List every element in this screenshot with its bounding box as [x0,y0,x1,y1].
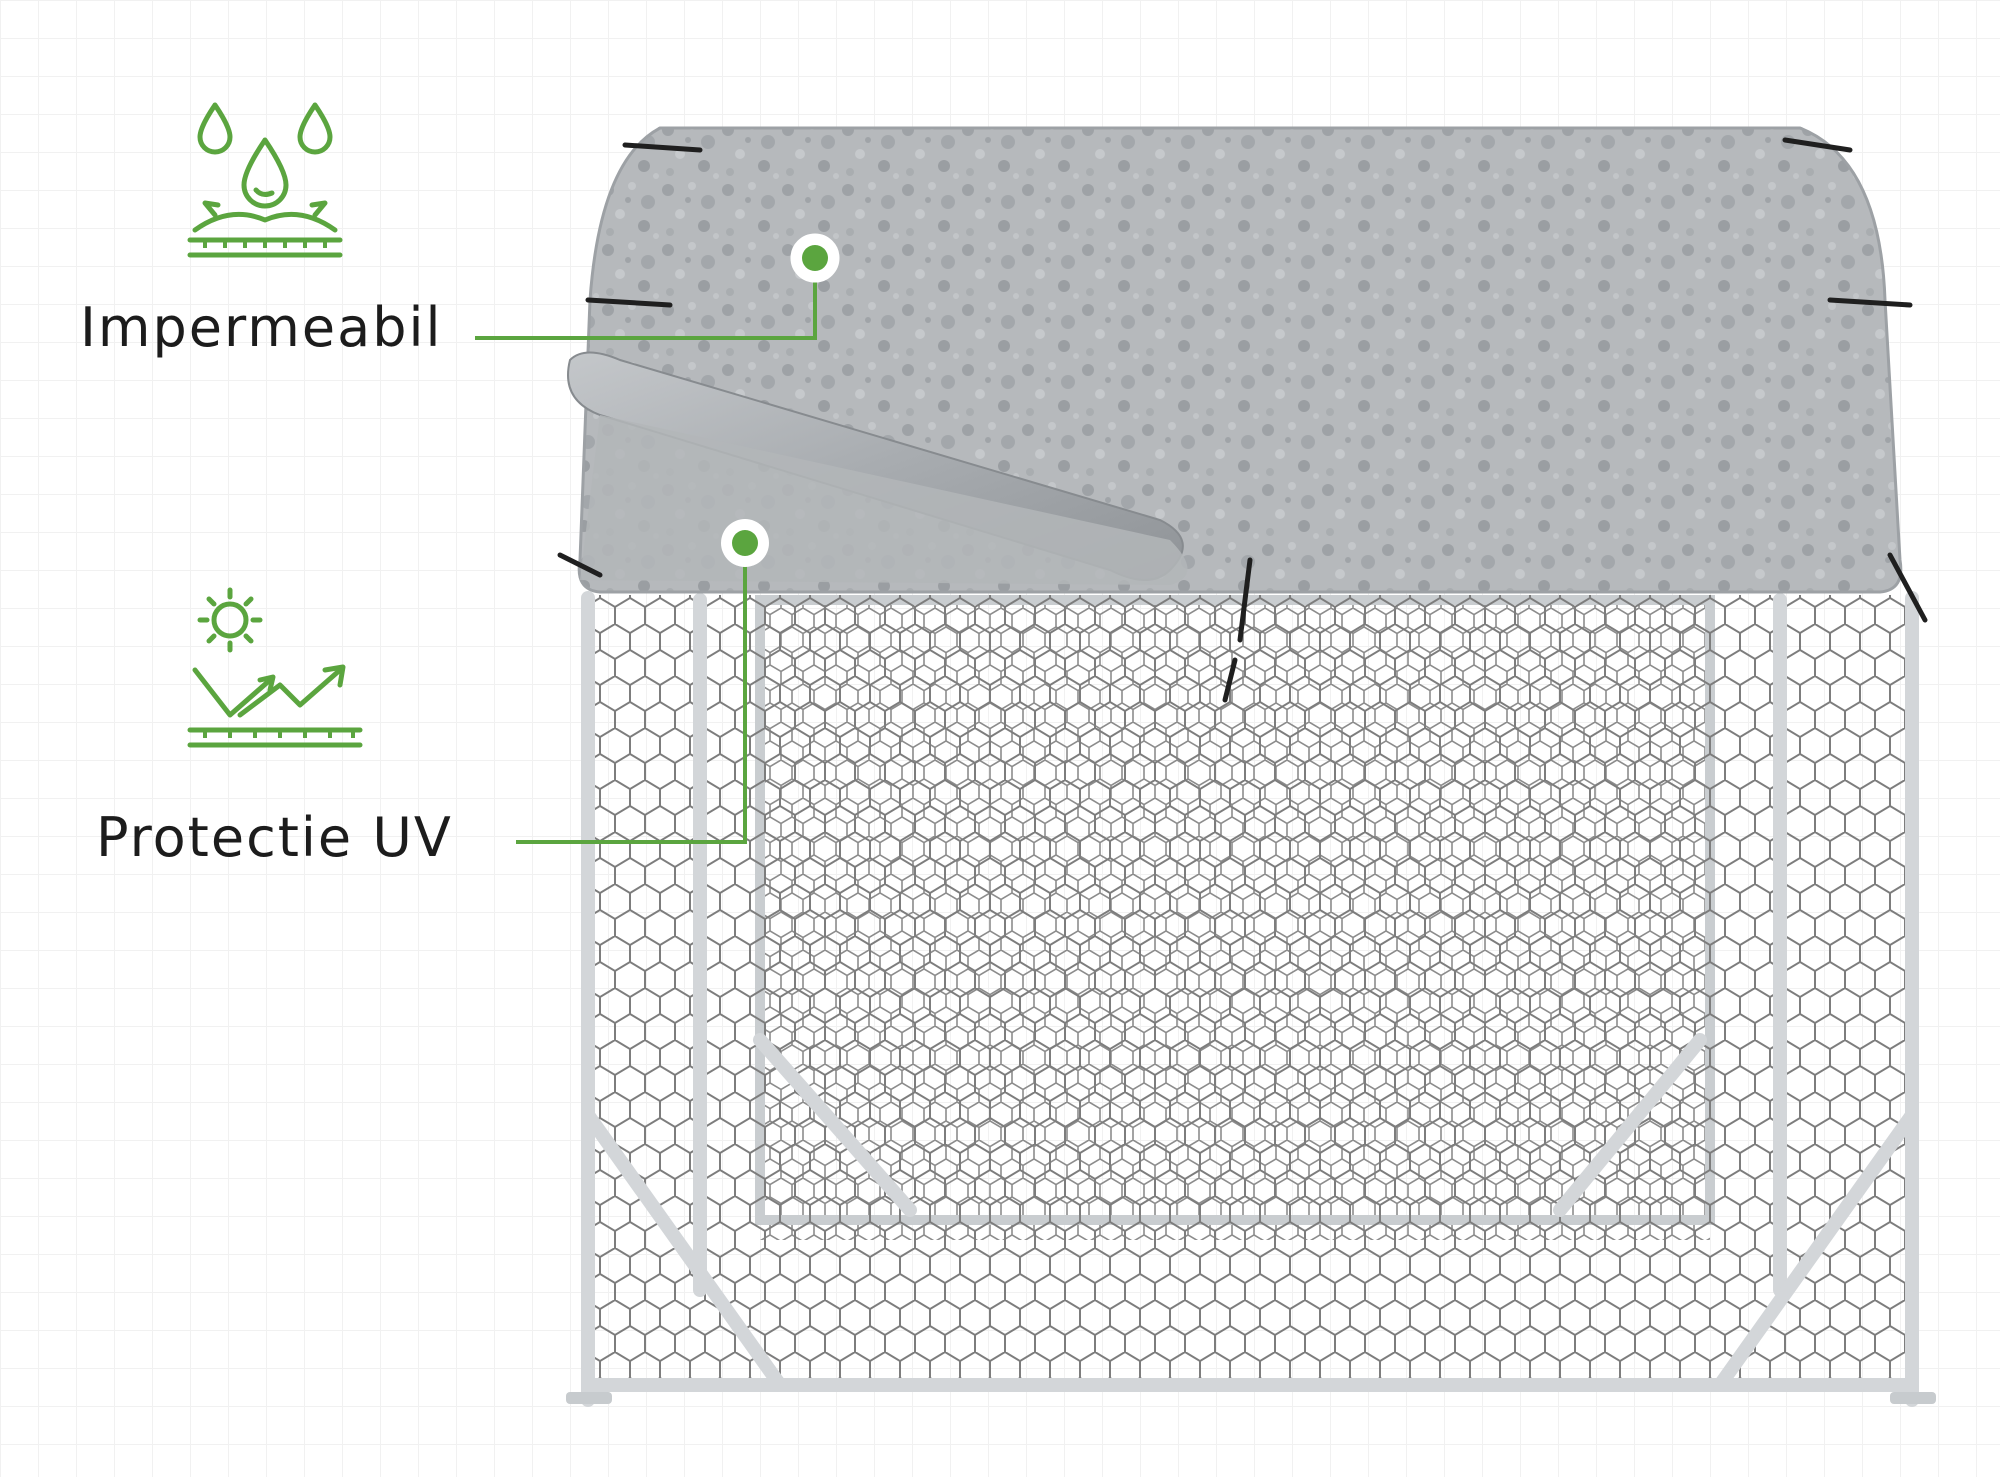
callout-uv [516,519,769,844]
frame-feet [566,1392,1936,1404]
callout-waterproof [475,233,840,340]
uv-protection-label: Protectie UV [96,806,453,869]
front-frame [581,591,1919,1407]
waterproof-icon [187,102,343,258]
tie-straps [557,137,1928,703]
front-mesh-wall [585,595,1915,1385]
waterproof-label: Impermeabil [80,296,443,359]
uv-protection-icon [187,587,363,748]
